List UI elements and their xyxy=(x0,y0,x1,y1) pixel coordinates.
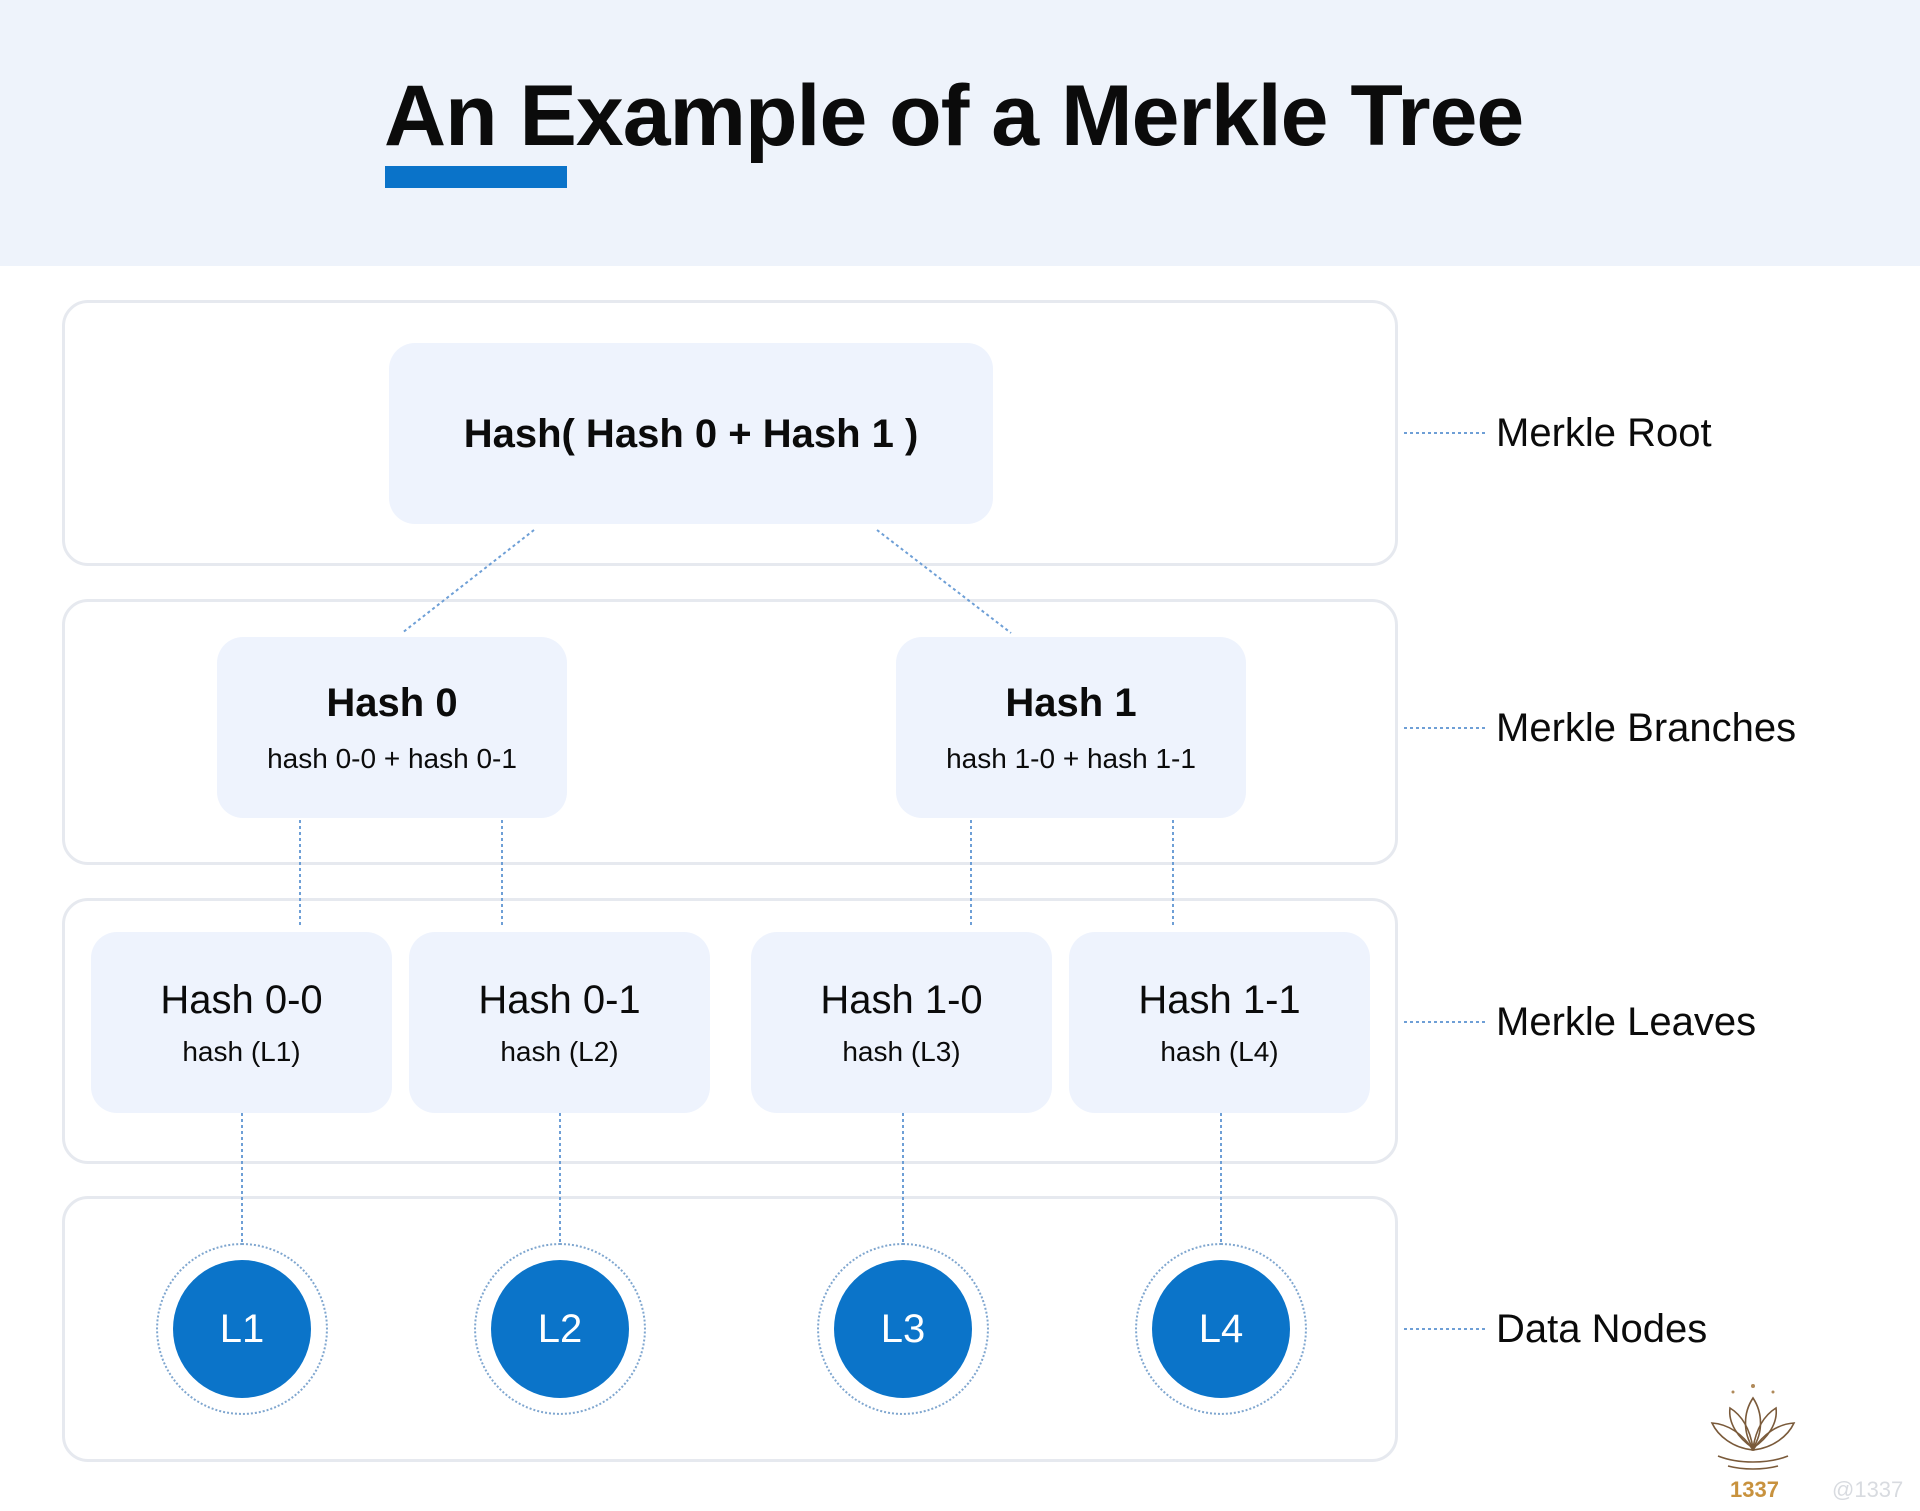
leaf-node-hash-1-1: Hash 1-1 hash (L4) xyxy=(1069,932,1370,1113)
data-node-ring-L2 xyxy=(474,1243,646,1415)
leaf-sublabel: hash (L3) xyxy=(842,1035,961,1067)
data-node-ring-L4 xyxy=(1135,1243,1307,1415)
merkle-root-node: Hash( Hash 0 + Hash 1 ) xyxy=(389,343,993,524)
leaf-sublabel: hash (L1) xyxy=(182,1035,301,1067)
watermark-handle: @1337 xyxy=(1832,1477,1904,1502)
level-label-merkle-branches: Merkle Branches xyxy=(1496,706,1797,750)
title-underline xyxy=(385,166,567,188)
leaf-node-hash-0-0: Hash 0-0 hash (L1) xyxy=(91,932,392,1113)
data-node-L3: L3 xyxy=(834,1260,972,1398)
data-node-ring-L1 xyxy=(156,1243,328,1415)
branch-node-hash0: Hash 0 hash 0-0 + hash 0-1 xyxy=(217,637,567,818)
leaf-node-hash-1-0: Hash 1-0 hash (L3) xyxy=(751,932,1052,1113)
leaf-node-hash-0-1: Hash 0-1 hash (L2) xyxy=(409,932,710,1113)
level-label-merkle-root: Merkle Root xyxy=(1496,411,1712,455)
lotus-icon xyxy=(1710,1384,1796,1470)
branch-node-hash1: Hash 1 hash 1-0 + hash 1-1 xyxy=(896,637,1246,818)
leaf-label: Hash 0-1 xyxy=(478,977,641,1022)
branch-sublabel: hash 0-0 + hash 0-1 xyxy=(267,742,517,774)
data-node-L4: L4 xyxy=(1152,1260,1290,1398)
diagram-title: An Example of a Merkle Tree xyxy=(384,68,1524,164)
leaf-sublabel: hash (L2) xyxy=(500,1035,619,1067)
level-label-merkle-leaves: Merkle Leaves xyxy=(1496,1000,1757,1044)
header-band xyxy=(0,0,1920,266)
leaf-label: Hash 1-1 xyxy=(1138,977,1301,1022)
connector-root-hash0 xyxy=(401,529,535,634)
data-node-L1: L1 xyxy=(173,1260,311,1398)
watermark-logo-text: 1337 xyxy=(1730,1477,1779,1502)
data-node-L2: L2 xyxy=(491,1260,629,1398)
connector-root-hash1 xyxy=(876,529,1012,634)
data-node-ring-L3 xyxy=(817,1243,989,1415)
branch-label: Hash 1 xyxy=(1005,680,1137,725)
leaf-label: Hash 1-0 xyxy=(820,977,983,1022)
level-label-data-nodes: Data Nodes xyxy=(1496,1307,1708,1351)
leaf-sublabel: hash (L4) xyxy=(1160,1035,1279,1067)
merkle-root-label: Hash( Hash 0 + Hash 1 ) xyxy=(463,411,919,456)
leaf-label: Hash 0-0 xyxy=(160,977,323,1022)
branch-sublabel: hash 1-0 + hash 1-1 xyxy=(946,742,1196,774)
branch-label: Hash 0 xyxy=(326,680,458,725)
